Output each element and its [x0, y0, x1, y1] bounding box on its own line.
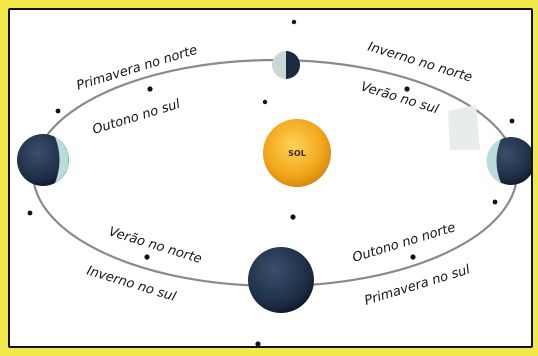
earth-bottom [248, 214, 314, 346]
label-inverno-no-norte: Inverno no norte [366, 39, 474, 85]
label-outono-no-sul: Outono no sul [91, 97, 183, 138]
orbit-marker [144, 254, 149, 259]
light-reflection [448, 105, 480, 150]
earth-globe [248, 247, 314, 313]
axis-marker [493, 200, 498, 205]
earth-left [17, 109, 69, 216]
axis-marker [28, 211, 33, 216]
axis-marker [290, 214, 295, 219]
label-primavera-no-sul: Primavera no sul [363, 262, 472, 308]
axis-marker [292, 20, 296, 24]
diagram-frame: SOL Prima [8, 8, 533, 348]
axis-marker [510, 119, 515, 124]
earth-orbit-diagram: SOL Prima [10, 10, 531, 346]
orbit-marker [410, 254, 415, 259]
orbit-marker [404, 86, 409, 91]
label-inverno-no-sul: Inverno no sul [85, 263, 178, 304]
earth-top [263, 20, 300, 104]
sun-label: SOL [288, 149, 306, 158]
axis-marker [263, 100, 267, 104]
axis-marker [255, 341, 260, 346]
sun: SOL [263, 119, 331, 187]
orbit-marker [147, 86, 152, 91]
earth-shadow [286, 51, 300, 79]
label-outono-no-norte: Outono no norte [351, 220, 458, 266]
axis-marker [56, 109, 61, 114]
